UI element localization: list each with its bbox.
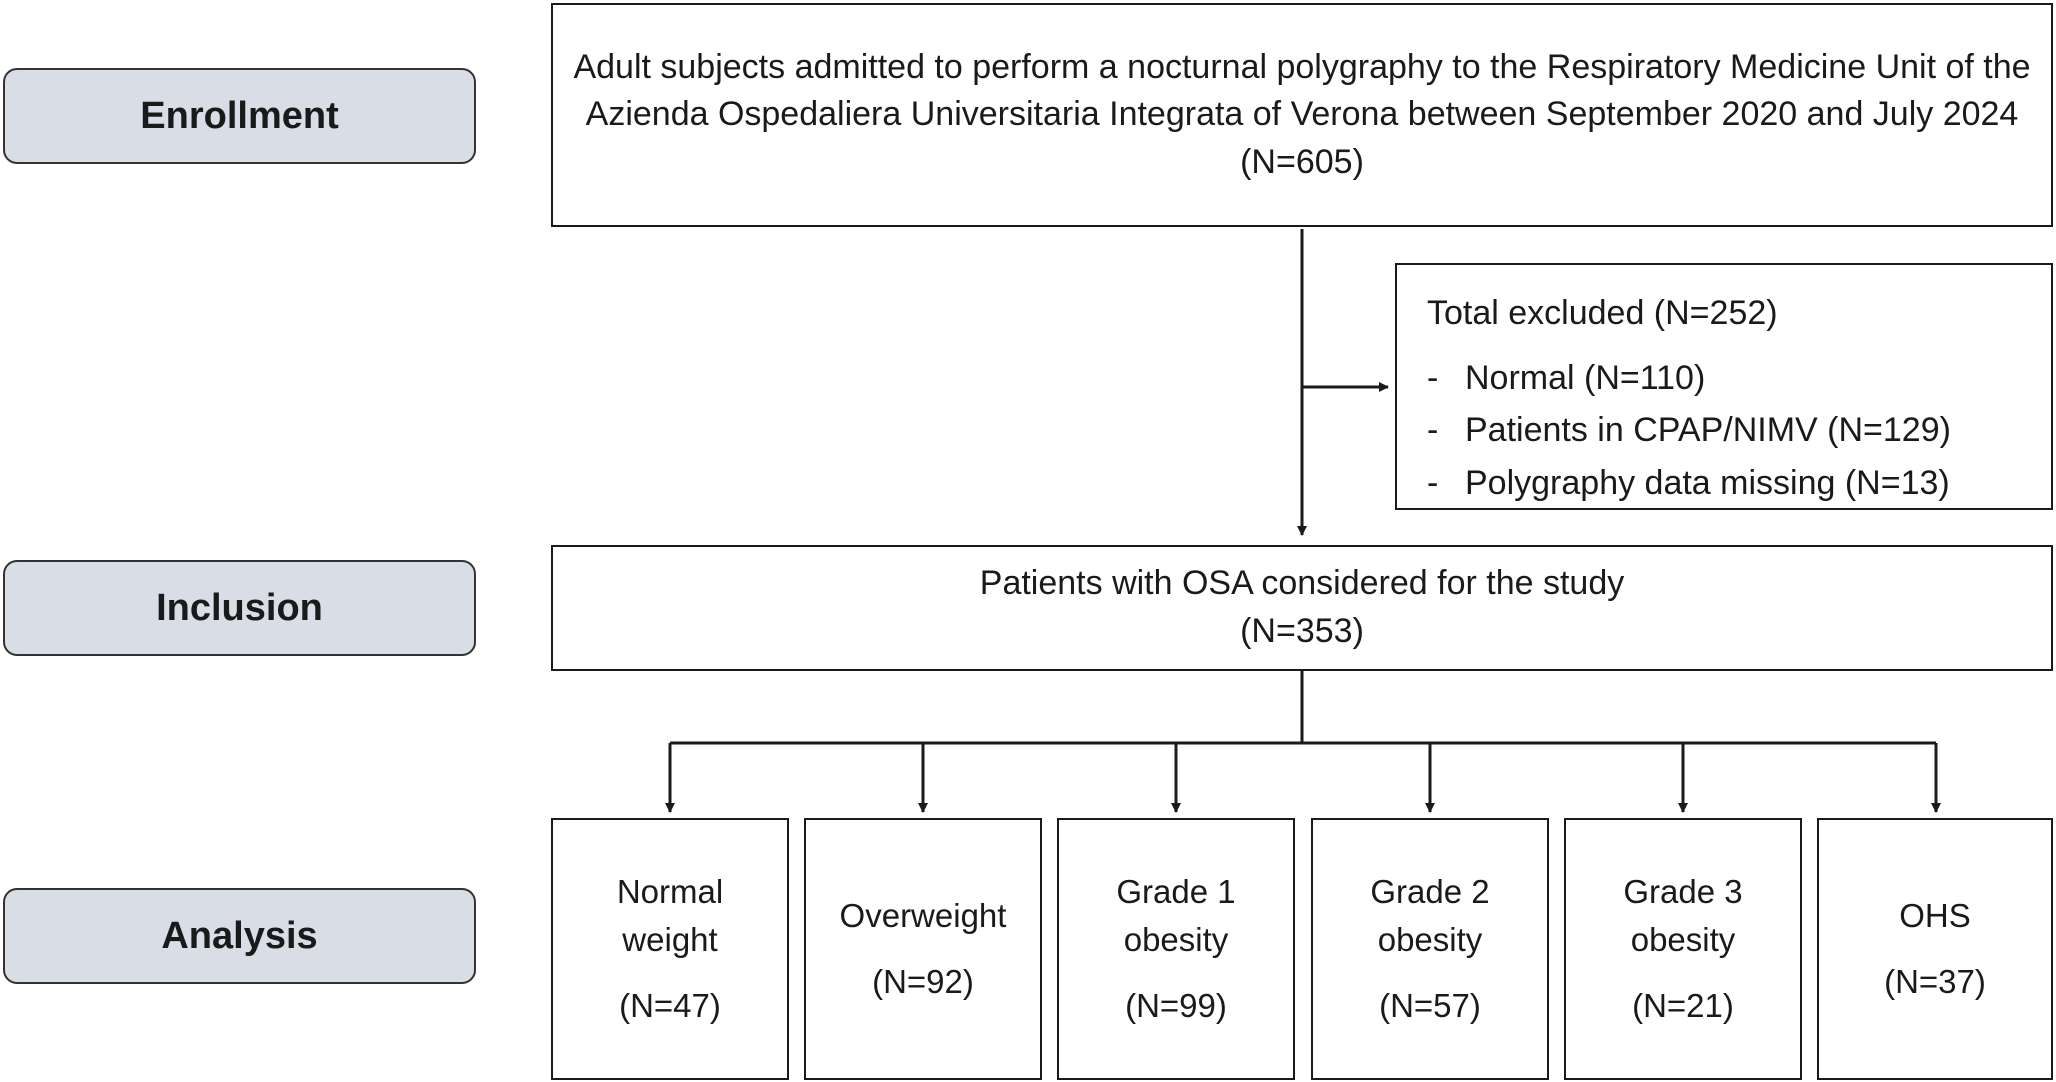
group-count: (N=99) (1125, 986, 1227, 1024)
group-label-line1: Grade 3 (1623, 873, 1743, 911)
group-label-line2: obesity (1377, 921, 1483, 959)
group-count: (N=47) (619, 986, 721, 1024)
excluded-item-label: Polygraphy data missing (N=13) (1465, 464, 1950, 503)
group-label-line1: Normal (616, 873, 724, 911)
excluded-title: Total excluded (N=252) (1427, 294, 1778, 332)
stage-label-analysis-text: Analysis (161, 914, 318, 957)
stage-label-analysis: Analysis (3, 888, 476, 984)
excluded-bullet: - (1427, 411, 1439, 450)
excluded-bullet: - (1427, 464, 1439, 503)
excluded-item: - Patients in CPAP/NIMV (N=129) (1427, 404, 2051, 457)
included-description: Patients with OSA considered for the stu… (979, 564, 1625, 603)
enrolled-description: Adult subjects admitted to perform a noc… (573, 47, 2031, 134)
group-label-line2: obesity (1630, 921, 1736, 959)
group-box-overweight: Overweight (N=92) (804, 818, 1042, 1080)
excluded-item: - Polygraphy data missing (N=13) (1427, 457, 2051, 510)
stage-label-enrollment: Enrollment (3, 68, 476, 164)
group-count: (N=57) (1379, 986, 1481, 1024)
stage-label-inclusion: Inclusion (3, 560, 476, 656)
enrolled-count: (N=605) (1240, 142, 1364, 181)
stage-label-enrollment-text: Enrollment (140, 94, 339, 137)
group-count: (N=37) (1884, 963, 1986, 1000)
excluded-item: - Normal (N=110) (1427, 352, 2051, 405)
group-box-grade-2-obesity: Grade 2 obesity (N=57) (1311, 818, 1549, 1080)
group-label-line2: obesity (1123, 921, 1229, 959)
group-box-grade-1-obesity: Grade 1 obesity (N=99) (1057, 818, 1295, 1080)
enrolled-box: Adult subjects admitted to perform a noc… (551, 3, 2053, 227)
included-count: (N=353) (1240, 612, 1364, 650)
excluded-item-label: Normal (N=110) (1465, 358, 1706, 397)
group-count: (N=92) (872, 963, 974, 1000)
group-box-ohs: OHS (N=37) (1817, 818, 2053, 1080)
excluded-box: Total excluded (N=252) - Normal (N=110) … (1395, 263, 2053, 510)
group-box-normal-weight: Normal weight (N=47) (551, 818, 789, 1080)
group-label-line1: Overweight (839, 897, 1007, 935)
group-label-line2: weight (622, 921, 718, 959)
included-box: Patients with OSA considered for the stu… (551, 545, 2053, 671)
group-box-grade-3-obesity: Grade 3 obesity (N=21) (1564, 818, 1802, 1080)
group-label-line1: Grade 1 (1116, 873, 1236, 911)
stage-label-inclusion-text: Inclusion (156, 586, 323, 629)
excluded-bullet: - (1427, 358, 1439, 397)
group-label-line1: Grade 2 (1370, 873, 1490, 911)
group-count: (N=21) (1632, 986, 1734, 1024)
excluded-item-label: Patients in CPAP/NIMV (N=129) (1465, 411, 1951, 450)
group-label-line1: OHS (1899, 897, 1971, 935)
